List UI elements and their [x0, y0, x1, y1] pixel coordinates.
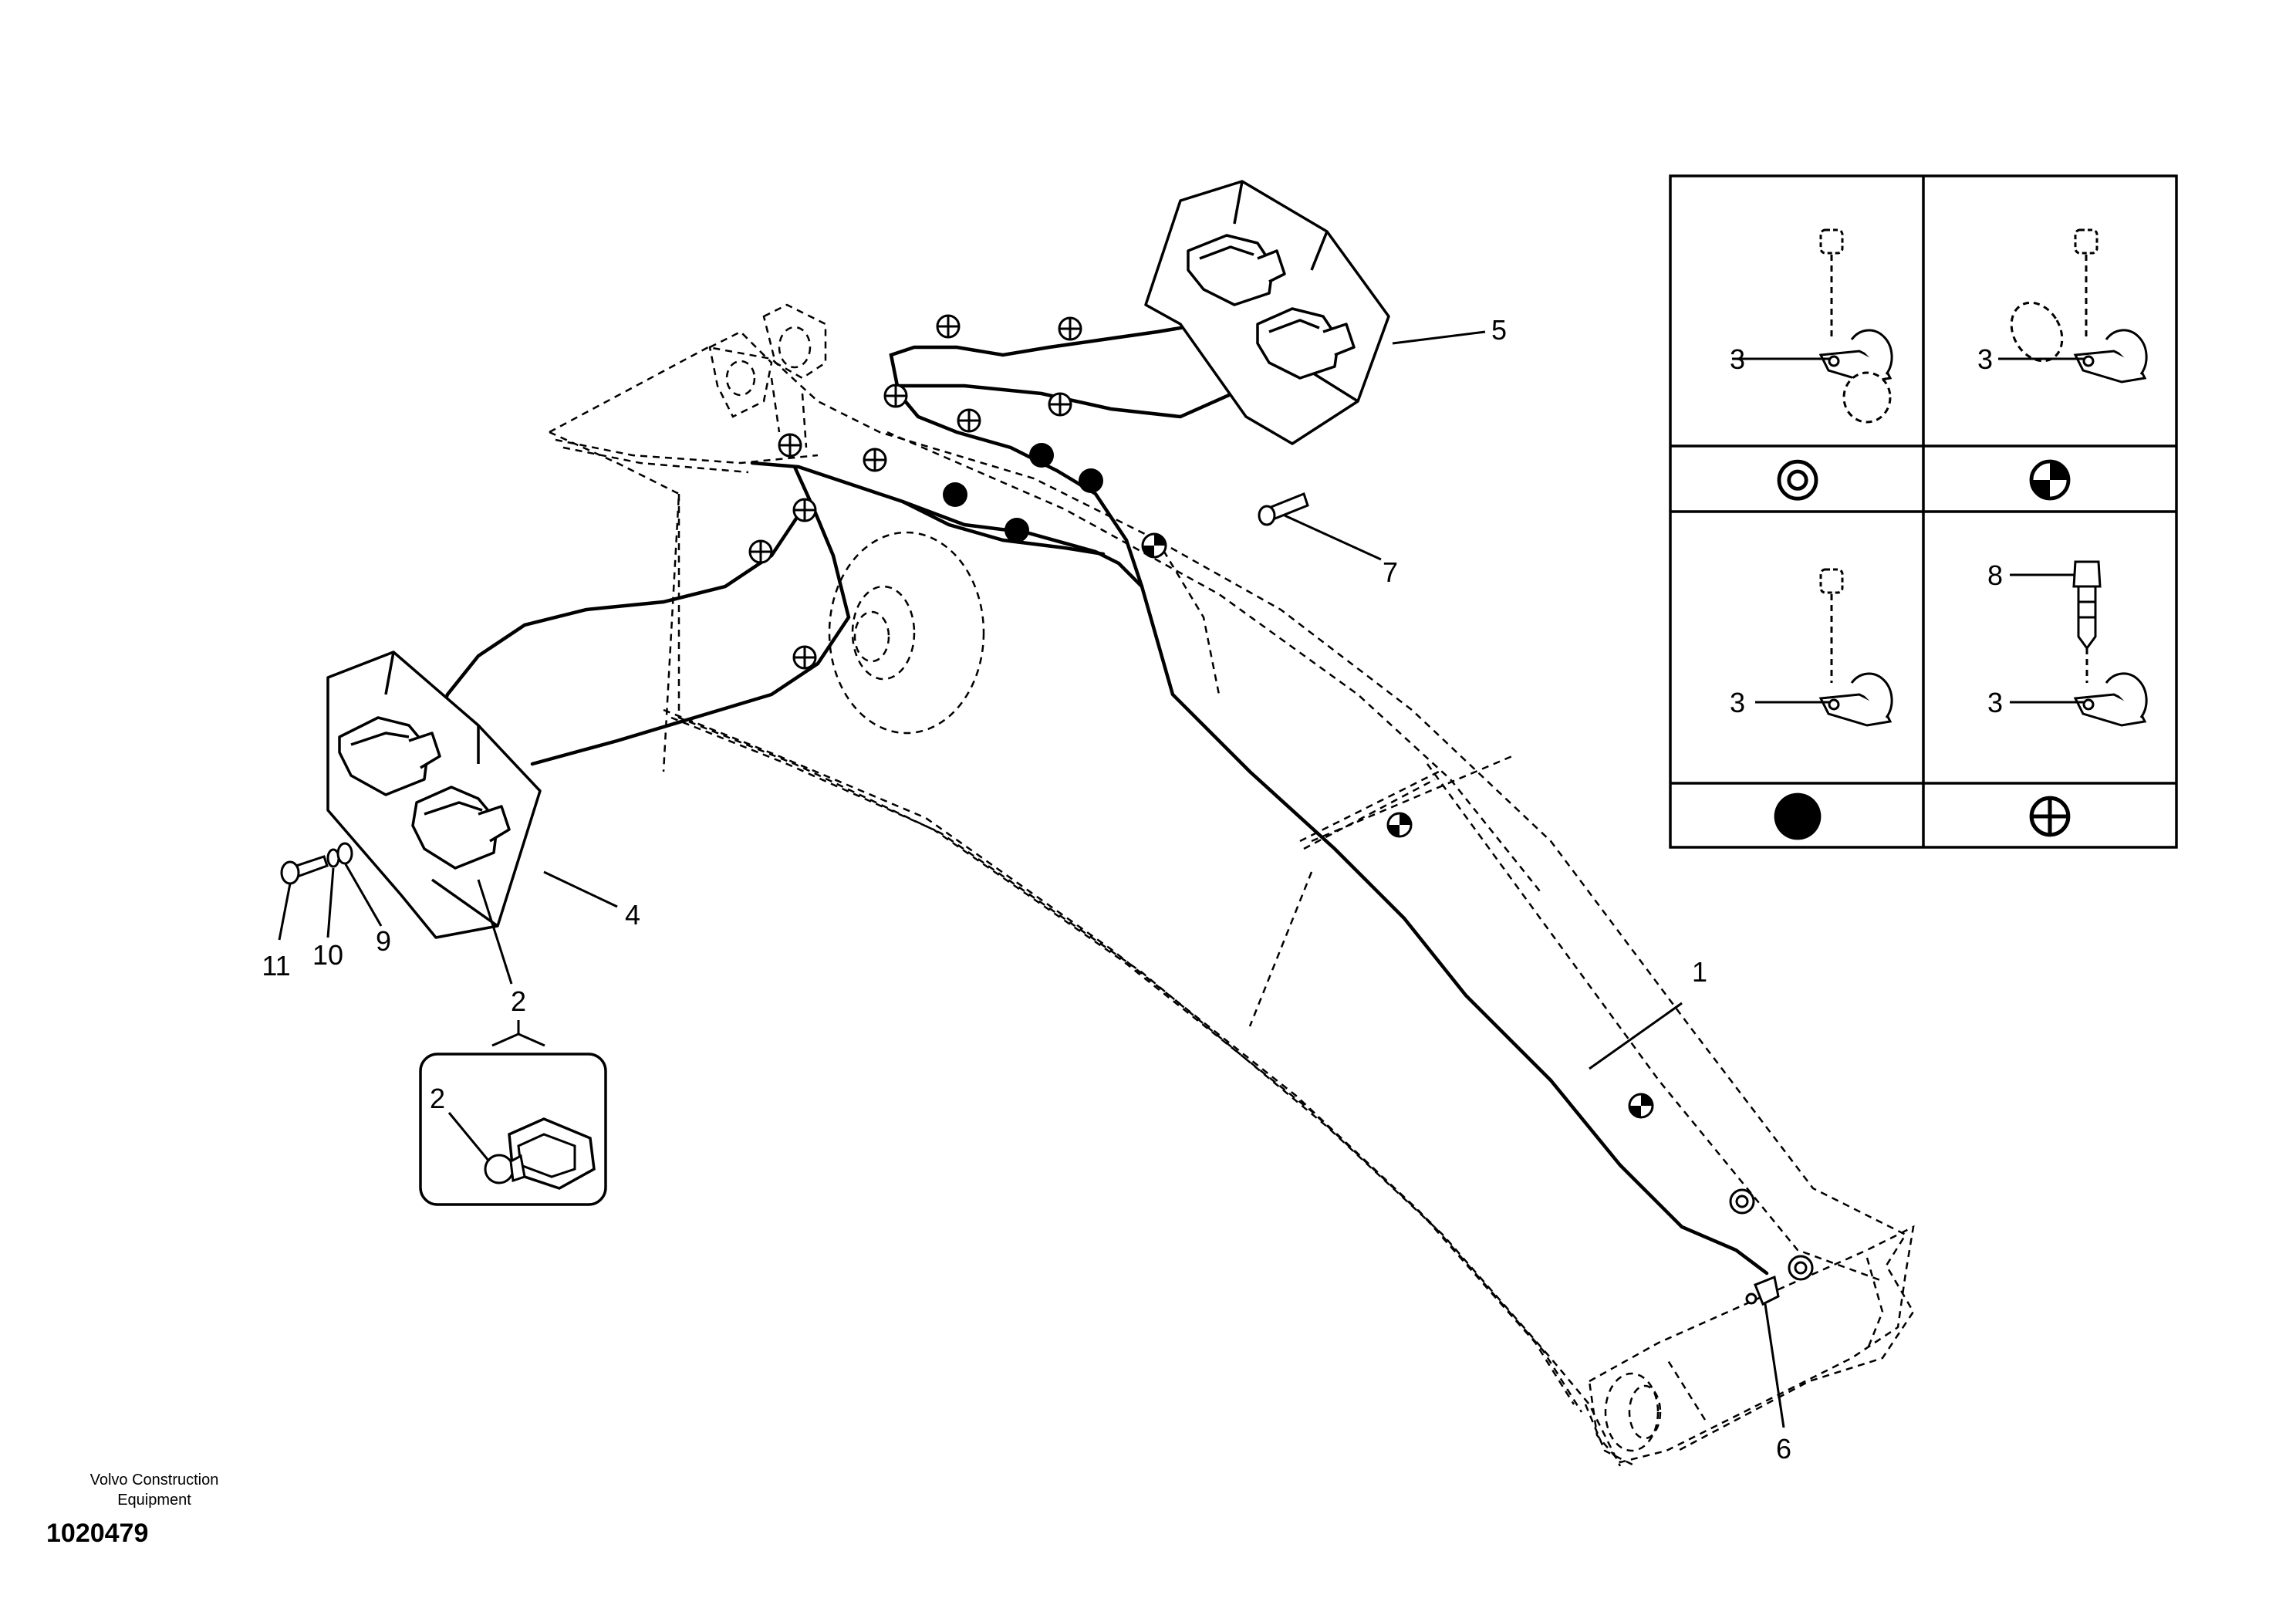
legend-label-3: 3	[1730, 343, 1745, 375]
callout-7: 7	[1383, 556, 1398, 588]
light-assembly-left	[326, 650, 542, 939]
clamp-filled-icon	[1079, 468, 1103, 493]
legend-quartered-icon	[2031, 461, 2068, 498]
detail-box-item-2	[419, 1053, 607, 1206]
clamp-crosshair-icon	[792, 645, 817, 670]
callout-2-detail: 2	[430, 1083, 445, 1114]
clamp-filled-icon	[943, 482, 967, 507]
callout-labels: 1 2 2 4 5 6 7 9 10 11	[262, 314, 1791, 1465]
clip-6-hole-icon	[1745, 1293, 1757, 1305]
callout-4: 4	[625, 899, 640, 931]
clamp-crosshair-icon	[1058, 316, 1082, 341]
callout-2: 2	[511, 985, 526, 1017]
clamp-crosshair-icon	[1048, 392, 1072, 417]
legend-label-3: 3	[1977, 343, 1993, 375]
light-assembly-right	[1144, 180, 1390, 445]
callout-5: 5	[1491, 314, 1507, 346]
legend-label-3: 3	[1730, 687, 1745, 718]
clamp-legend: 3 3 3	[1669, 174, 2178, 849]
clamp-quartered-icon	[1628, 1093, 1654, 1119]
callout-6: 6	[1776, 1433, 1791, 1465]
clamp-ring-icon	[1729, 1188, 1755, 1215]
figure-number: 1020479	[46, 1519, 149, 1548]
bolt-7-head-icon	[1258, 505, 1276, 526]
legend-crosshair-icon	[2031, 798, 2068, 835]
bolt-11-head-icon	[280, 860, 300, 885]
publisher-line-2: Equipment	[117, 1492, 191, 1509]
legend-cell-filled: 3	[1730, 568, 1893, 727]
callout-10: 10	[312, 939, 343, 971]
clamp-filled-icon	[1004, 518, 1029, 542]
publisher-line-1: Volvo Construction	[89, 1472, 219, 1489]
legend-ring-icon	[1779, 461, 1816, 498]
clamp-crosshair-icon	[792, 498, 817, 522]
publisher-label: Volvo Construction Equipment	[31, 1470, 278, 1510]
clamp-ring-icon	[1788, 1255, 1814, 1281]
legend-cell-crosshair: 3 8	[1987, 559, 2148, 727]
clamp-crosshair-icon	[748, 539, 773, 564]
clamp-crosshair-icon	[936, 314, 961, 339]
legend-label-3: 3	[1987, 687, 2003, 718]
legend-label-8: 8	[1987, 559, 2003, 591]
clamp-crosshair-icon	[778, 433, 802, 458]
clamp-filled-icon	[1029, 443, 1054, 468]
callout-9: 9	[376, 925, 391, 957]
legend-cell-ring: 3	[1730, 228, 1893, 424]
callout-1: 1	[1692, 956, 1707, 988]
hose-routing	[430, 306, 1769, 1276]
bulb-icon	[484, 1154, 515, 1184]
clamp-crosshair-icon	[863, 448, 887, 472]
hardware	[280, 492, 1780, 1306]
clamp-quartered-icon	[1141, 532, 1167, 559]
clamp-quartered-icon	[1386, 812, 1413, 838]
clip-6-icon	[1754, 1275, 1780, 1306]
clamp-symbols	[748, 314, 1814, 1281]
legend-filled-icon	[1774, 792, 1822, 840]
boom-outline	[549, 303, 1915, 1468]
washer-9-icon	[336, 842, 353, 865]
clamp-crosshair-icon	[883, 384, 908, 408]
leader-lines	[278, 330, 1785, 1428]
callout-11: 11	[262, 950, 290, 982]
clamp-crosshair-icon	[957, 408, 981, 433]
legend-cell-quartered: 3	[1977, 228, 2148, 384]
